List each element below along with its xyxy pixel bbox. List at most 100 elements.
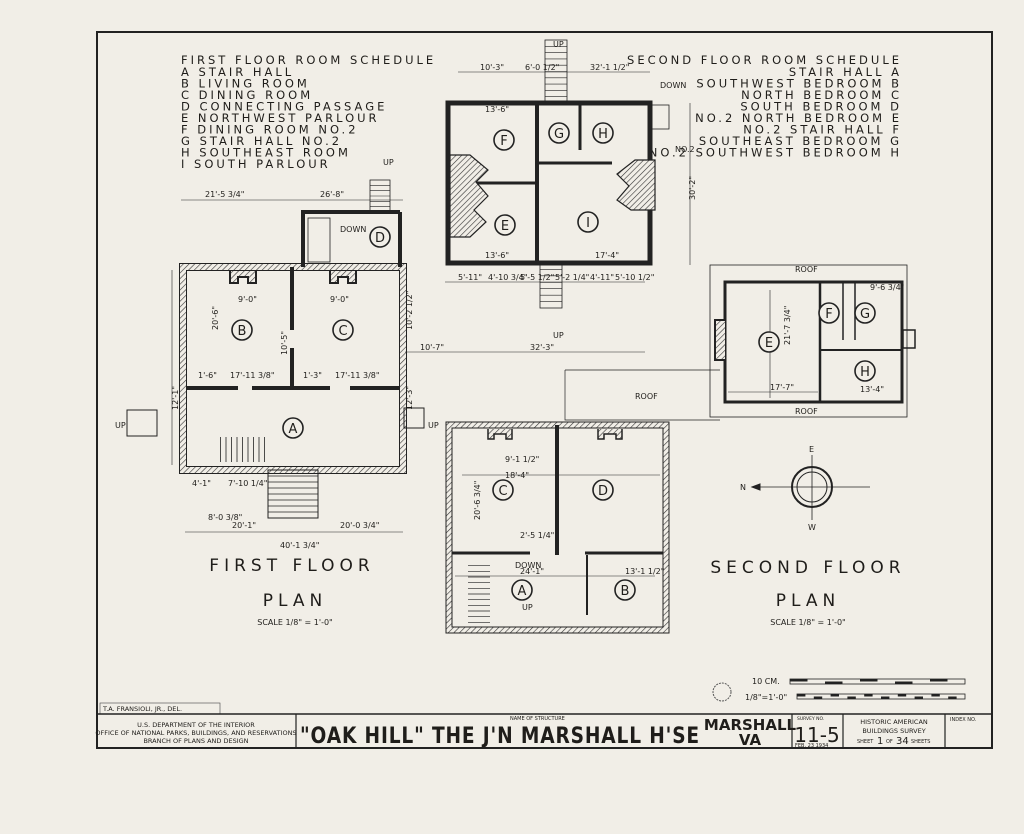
up-label: UP bbox=[115, 421, 126, 430]
dimension-label: 10'-5" bbox=[280, 331, 289, 355]
dept-line: U.S. DEPARTMENT OF THE INTERIOR bbox=[137, 721, 255, 729]
dimension-label: 20'-1" bbox=[232, 521, 256, 530]
dimension-label: 6'-0 1/2" bbox=[525, 63, 559, 72]
up-label: UP bbox=[553, 331, 564, 340]
room-letter: E bbox=[501, 219, 509, 234]
room-marker-second-b: B bbox=[614, 579, 636, 601]
location-state: VA bbox=[739, 731, 762, 749]
room-letter: C bbox=[498, 484, 507, 499]
dimension-label: 9'-6 3/4" bbox=[870, 283, 904, 292]
imperial-scale-label: 1/8"=1'-0" bbox=[745, 693, 787, 702]
down-label: DOWN bbox=[660, 81, 686, 90]
dimension-label: 4'-1" bbox=[192, 479, 211, 488]
chimney-east bbox=[616, 159, 656, 211]
room-letter: H bbox=[860, 365, 870, 380]
sheet-label: SHEET bbox=[857, 739, 874, 745]
dimension-label: 13'-1 1/2" bbox=[625, 567, 664, 576]
delineator-box: T.A. FRANSIOLI, JR., DEL. bbox=[99, 702, 221, 715]
dimension-label: 20'-0 3/4" bbox=[340, 521, 379, 530]
side-steps bbox=[126, 409, 158, 437]
dimension-label: 10'-2 1/2" bbox=[405, 291, 414, 330]
dept-line: BRANCH OF PLANS AND DESIGN bbox=[143, 737, 248, 745]
dimension-label: 4'-10 3/4" bbox=[488, 273, 527, 282]
schedule-item: H SOUTHEAST ROOM bbox=[181, 146, 351, 160]
north-arrow-compass: N E W bbox=[740, 445, 870, 532]
habs-line: HISTORIC AMERICAN bbox=[860, 718, 928, 726]
schedule-item: NORTH BEDROOM C bbox=[741, 88, 902, 102]
room-marker-first-a: A bbox=[282, 417, 304, 439]
dimension-label: 20'-6" bbox=[211, 306, 220, 330]
room-letter: A bbox=[518, 584, 527, 599]
dimension-label: 9'-0" bbox=[238, 295, 257, 304]
location: MARSHALL bbox=[704, 716, 797, 734]
plan-title: SECOND FLOOR bbox=[710, 558, 905, 578]
schedule-item: B LIVING ROOM bbox=[181, 77, 310, 91]
second-floor-wing-plan bbox=[709, 264, 916, 418]
dimension-label: 40'-1 3/4" bbox=[280, 541, 319, 550]
room-marker-first-d: D bbox=[369, 226, 391, 248]
annotation-labels: UP UP UP UP UP DOWN DOWN DOWN UP NO.2 RO… bbox=[115, 40, 818, 612]
room-marker-first-g: G bbox=[548, 122, 570, 144]
schedule-item: F DINING ROOM NO.2 bbox=[181, 123, 359, 137]
schedule-item: STAIR HALL A bbox=[789, 65, 902, 79]
dimension-label: 8'-0 3/8" bbox=[208, 513, 242, 522]
habs-seal-icon bbox=[712, 682, 732, 702]
dept-line: OFFICE OF NATIONAL PARKS, BUILDINGS, AND… bbox=[95, 729, 296, 737]
second-floor-main-plan bbox=[445, 421, 670, 634]
dimension-label: 30'-2" bbox=[688, 176, 697, 200]
dimension-label: 4'-11" bbox=[590, 273, 614, 282]
room-marker-second-c: C bbox=[492, 479, 514, 501]
second-floor-room-schedule: SECOND FLOOR ROOM SCHEDULE STAIR HALL AS… bbox=[627, 53, 902, 160]
delineator-name: T.A. FRANSIOLI, JR., DEL. bbox=[102, 705, 182, 713]
room-letter: B bbox=[238, 324, 247, 339]
dimension-label: 32'-1 1/2" bbox=[590, 63, 629, 72]
room-marker-second-g: G bbox=[854, 302, 876, 324]
no2-label: NO.2 bbox=[675, 145, 695, 154]
compass-north: N bbox=[740, 483, 746, 492]
room-letter: C bbox=[338, 324, 347, 339]
survey-caption: SURVEY NO. bbox=[797, 716, 824, 722]
dimension-label: 13'-6" bbox=[485, 251, 509, 260]
room-letter: A bbox=[289, 422, 298, 437]
room-letter: G bbox=[860, 307, 870, 322]
habs-line: BUILDINGS SURVEY bbox=[862, 727, 925, 735]
room-letter: E bbox=[765, 336, 773, 351]
dimension-label: 5'-10 1/2" bbox=[615, 273, 654, 282]
room-marker-first-b: B bbox=[231, 319, 253, 341]
schedule-item: SOUTHWEST BEDROOM B bbox=[696, 77, 902, 91]
room-marker-second-a: A bbox=[511, 579, 533, 601]
schedule-heading: FIRST FLOOR ROOM SCHEDULE bbox=[181, 53, 436, 67]
dimension-label: 21'-7 3/4" bbox=[783, 306, 792, 345]
schedule-item: G STAIR HALL NO.2 bbox=[181, 134, 342, 148]
dimension-label: 1'-6" bbox=[198, 371, 217, 380]
sheet-total: 34 bbox=[896, 736, 909, 747]
of-label: OF bbox=[886, 739, 893, 745]
dimension-label: 17'-11 3/8" bbox=[230, 371, 275, 380]
schedule-item: C DINING ROOM bbox=[181, 88, 313, 102]
room-letter: I bbox=[586, 216, 590, 231]
dimension-label: 18'-4" bbox=[505, 471, 529, 480]
room-marker-first-f: F bbox=[493, 129, 515, 151]
room-letter: H bbox=[598, 127, 608, 142]
room-marker-second-e: E bbox=[758, 331, 780, 353]
room-letter: D bbox=[375, 231, 385, 246]
survey-date: FEB. 23 1934 bbox=[795, 743, 828, 749]
dimension-label: 5'-2 1/4" bbox=[555, 273, 589, 282]
room-letter: D bbox=[598, 484, 608, 499]
first-floor-title: FIRST FLOOR PLAN SCALE 1/8" = 1'-0" bbox=[209, 556, 369, 627]
up-label: UP bbox=[522, 603, 533, 612]
dimension-label: 9'-0" bbox=[330, 295, 349, 304]
up-label: UP bbox=[383, 158, 394, 167]
dimension-label: 12'-1" bbox=[171, 386, 180, 410]
plan-subtitle: PLAN bbox=[776, 591, 840, 611]
plan-scale: SCALE 1/8" = 1'-0" bbox=[770, 618, 845, 627]
graphic-scale: 10 CM. 1/8"=1'-0" bbox=[712, 677, 966, 702]
dimension-label: 7'-10 1/4" bbox=[228, 479, 267, 488]
roof-label: ROOF bbox=[635, 392, 658, 401]
dimension-label: 1'-3" bbox=[303, 371, 322, 380]
schedule-item: D CONNECTING PASSAGE bbox=[181, 100, 387, 114]
schedule-item: SOUTHEAST BEDROOM G bbox=[699, 134, 902, 148]
dimension-label: 12'-3" bbox=[405, 386, 414, 410]
room-letter: G bbox=[554, 127, 564, 142]
plan-subtitle: PLAN bbox=[263, 591, 327, 611]
